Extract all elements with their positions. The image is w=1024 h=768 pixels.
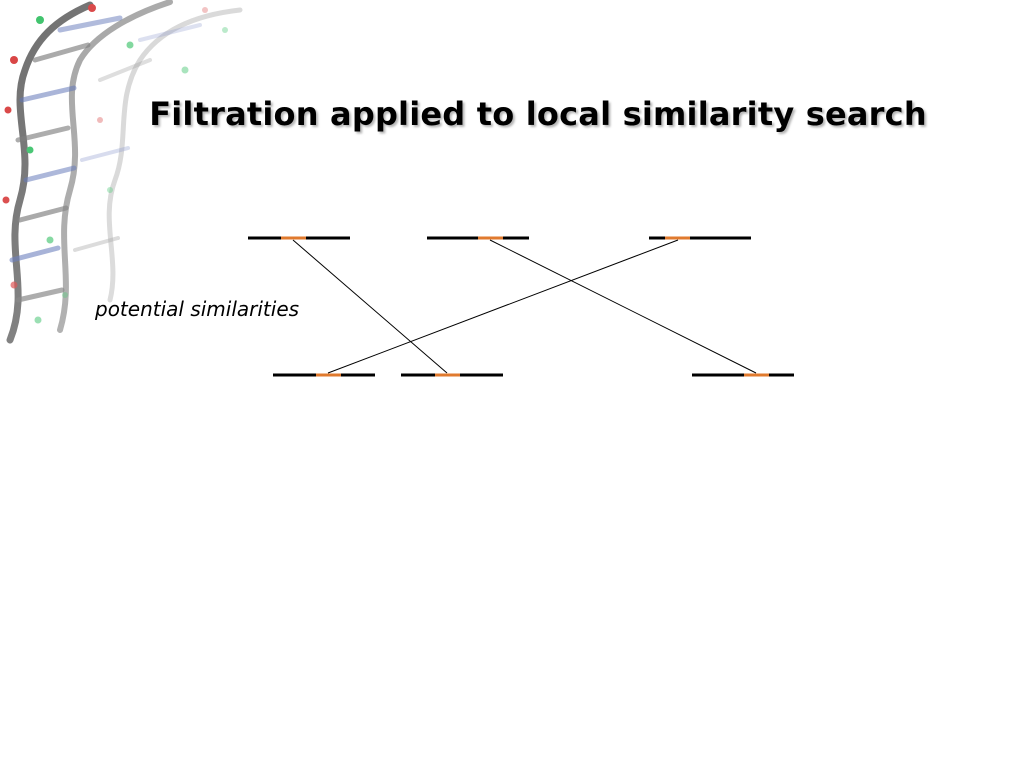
potential-similarities-label: potential similarities — [95, 297, 300, 321]
dna-helix-molecule-icon — [0, 0, 250, 345]
link-1 — [292, 239, 448, 374]
similarity-links — [292, 239, 757, 374]
link-3 — [327, 239, 679, 374]
slide-title: Filtration applied to local similarity s… — [149, 95, 927, 133]
link-2 — [489, 239, 757, 374]
